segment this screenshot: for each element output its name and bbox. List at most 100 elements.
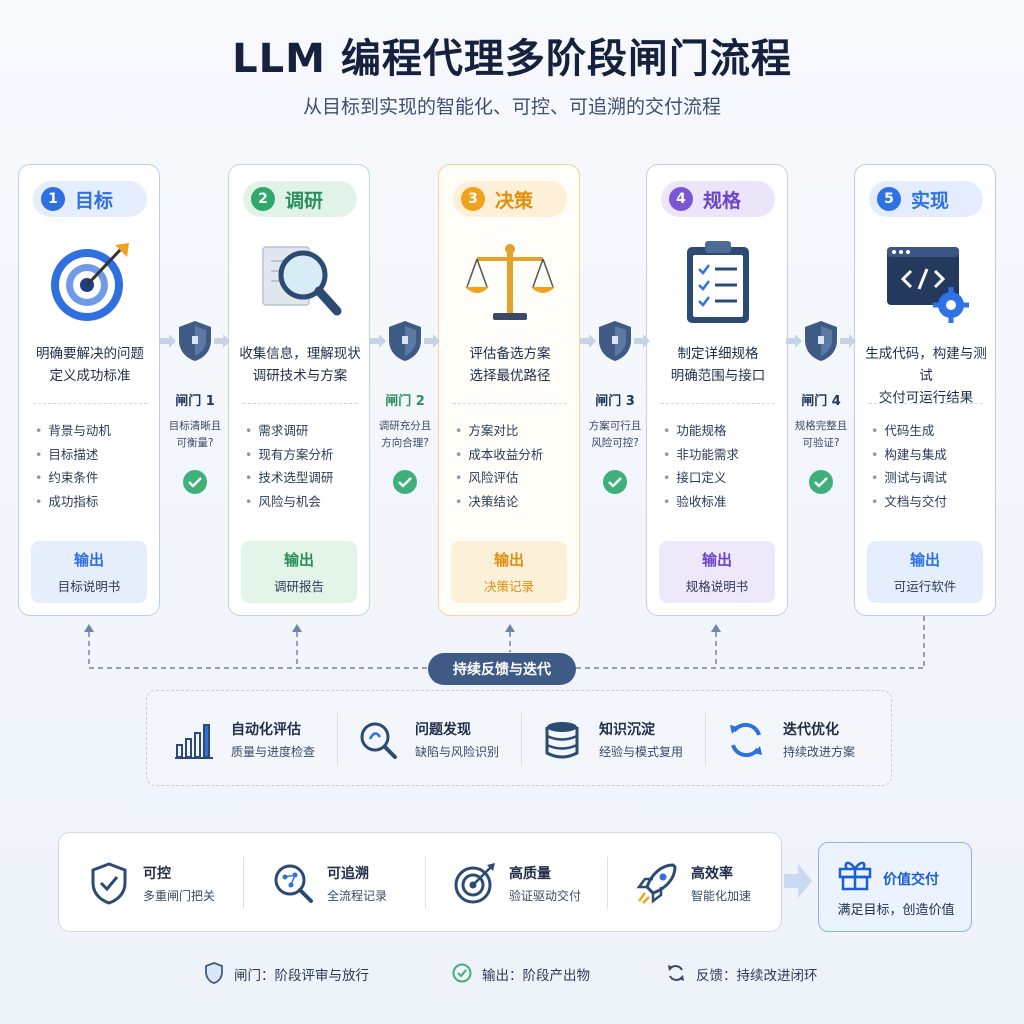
tool-subtitle: 持续改进方案 [783,745,856,759]
divider [869,403,983,404]
output-title: 输出 [909,551,940,569]
gate-name: 闸门 4 [801,394,841,409]
tool-item: 问题发现 缺陷与风险识别 [331,715,515,765]
rocket-icon [636,863,677,904]
desc-line: 评估备选方案 [469,346,551,362]
check-circle-icon [452,963,472,983]
stage-description: 收集信息，理解现状 调研技术与方案 [233,343,367,387]
output-value: 可运行软件 [893,579,957,594]
check-circle-icon [603,470,627,494]
output-title: 输出 [493,551,524,569]
arrow-right-icon [840,334,856,348]
stage-items: 功能规格 非功能需求 接口定义 验收标准 [663,419,739,513]
legend-text: 反馈：持续改进闭环 [696,968,818,984]
output-value: 规格说明书 [685,579,749,594]
benefit-title: 高质量 [509,866,551,882]
tool-item: 迭代优化 持续改进方案 [699,715,883,765]
separator [607,857,608,909]
legend-feedback: 反馈：持续改进闭环 [666,960,866,986]
value-delivery-box: 价值交付 满足目标，创造价值 [818,842,972,932]
list-item: 验收标准 [663,490,739,514]
list-item: 约束条件 [35,466,111,490]
gate-name: 闸门 3 [595,394,635,409]
list-item: 背景与动机 [35,419,111,443]
list-item: 接口定义 [663,466,739,490]
stage-output: 输出 调研报告 [241,541,357,603]
benefit-item: 高效率 智能化加速 [607,857,787,911]
desc-line: 收集信息，理解现状 [239,346,361,362]
search-issue-icon [360,722,397,759]
tool-item: 自动化评估 质量与进度检查 [147,715,331,765]
target-arrow-icon [454,863,495,904]
desc-line: 生成代码，构建与测试 [865,346,987,384]
list-item: 技术选型调研 [245,466,333,490]
stage-description: 制定详细规格 明确范围与接口 [651,343,785,387]
gate-question-line: 方案可行且 [588,420,642,432]
desc-line: 交付可运行结果 [878,390,974,406]
desc-line: 制定详细规格 [677,346,759,362]
stage-card-goal: 1 目标 明确要解决的问题 定义成功标准 背景与动机 目标描述 约束条件 成功指… [18,164,160,616]
legend-text: 输出：阶段产出物 [482,968,590,984]
list-item: 现有方案分析 [245,443,333,467]
refresh-icon [668,965,684,981]
arrow-right-icon [214,334,230,348]
stage-header: 2 调研 [243,181,357,217]
value-subtitle: 满足目标，创造价值 [837,903,955,918]
stage-items: 背景与动机 目标描述 约束条件 成功指标 [35,419,111,513]
stage-number: 4 [669,187,693,211]
stage-number: 3 [461,187,485,211]
benefit-title: 可控 [143,866,171,882]
output-value: 决策记录 [483,579,534,594]
stage-header: 4 规格 [661,181,775,217]
output-title: 输出 [283,551,314,569]
trace-search-icon [274,864,313,903]
stage-header: 1 目标 [33,181,147,217]
target-icon [51,243,129,321]
gate-question: 规格完整且 可验证? [784,418,858,452]
list-item: 成本收益分析 [455,443,543,467]
stage-card-implementation: 5 实现 生成代码，构建与测试 交付可运行结果 代码生成 构建与集成 测试与调试… [854,164,996,616]
stage-items: 代码生成 构建与集成 测试与调试 文档与交付 [871,419,947,513]
gate-4: 闸门 4 规格完整且 可验证? [786,320,856,500]
stage-description: 评估备选方案 选择最优路径 [443,343,577,387]
shield-icon [389,321,421,361]
gate-question: 调研充分且 方向合理? [368,418,442,452]
tool-subtitle: 质量与进度检查 [231,745,316,759]
divider [33,403,147,404]
tool-title: 迭代优化 [783,722,839,738]
page-subtitle: 从目标到实现的智能化、可控、可追溯的交付流程 [302,96,721,118]
stage-number: 5 [877,187,901,211]
arrow-right-icon [634,334,650,348]
check-circle-icon [393,470,417,494]
stage-description: 生成代码，构建与测试 交付可运行结果 [859,343,993,409]
list-item: 测试与调试 [871,466,947,490]
tool-item: 知识沉淀 经验与模式复用 [515,715,699,765]
separator [705,713,706,765]
shield-icon [179,321,211,361]
page-title: LLM 编程代理多阶段闸门流程 [232,36,792,82]
arrow-right-icon [160,334,176,348]
legend-output: 输出：阶段产出物 [452,960,632,986]
stage-items: 方案对比 成本收益分析 风险评估 决策结论 [455,419,543,513]
desc-line: 明确范围与接口 [670,368,766,384]
tools-panel: 自动化评估 质量与进度检查 问题发现 缺陷与风险识别 知识沉淀 经验与模式复用 … [146,690,892,786]
shield-icon [805,321,837,361]
arrow-right-icon [370,334,386,348]
desc-line: 选择最优路径 [469,368,551,384]
list-item: 风险与机会 [245,490,333,514]
tool-subtitle: 缺陷与风险识别 [415,745,500,759]
gate-question-line: 风险可控? [591,437,639,449]
stage-label: 决策 [495,189,534,212]
gift-icon [838,861,872,891]
list-item: 成功指标 [35,490,111,514]
list-item: 非功能需求 [663,443,739,467]
legend-text: 闸门：阶段评审与放行 [234,968,369,984]
divider [661,403,775,404]
tool-title: 问题发现 [415,722,471,738]
gate-question-line: 可衡量? [176,437,214,449]
output-value: 目标说明书 [57,579,121,594]
stage-description: 明确要解决的问题 定义成功标准 [23,343,157,387]
divider [243,403,357,404]
tool-title: 自动化评估 [231,722,301,738]
arrow-right-icon [424,334,440,348]
